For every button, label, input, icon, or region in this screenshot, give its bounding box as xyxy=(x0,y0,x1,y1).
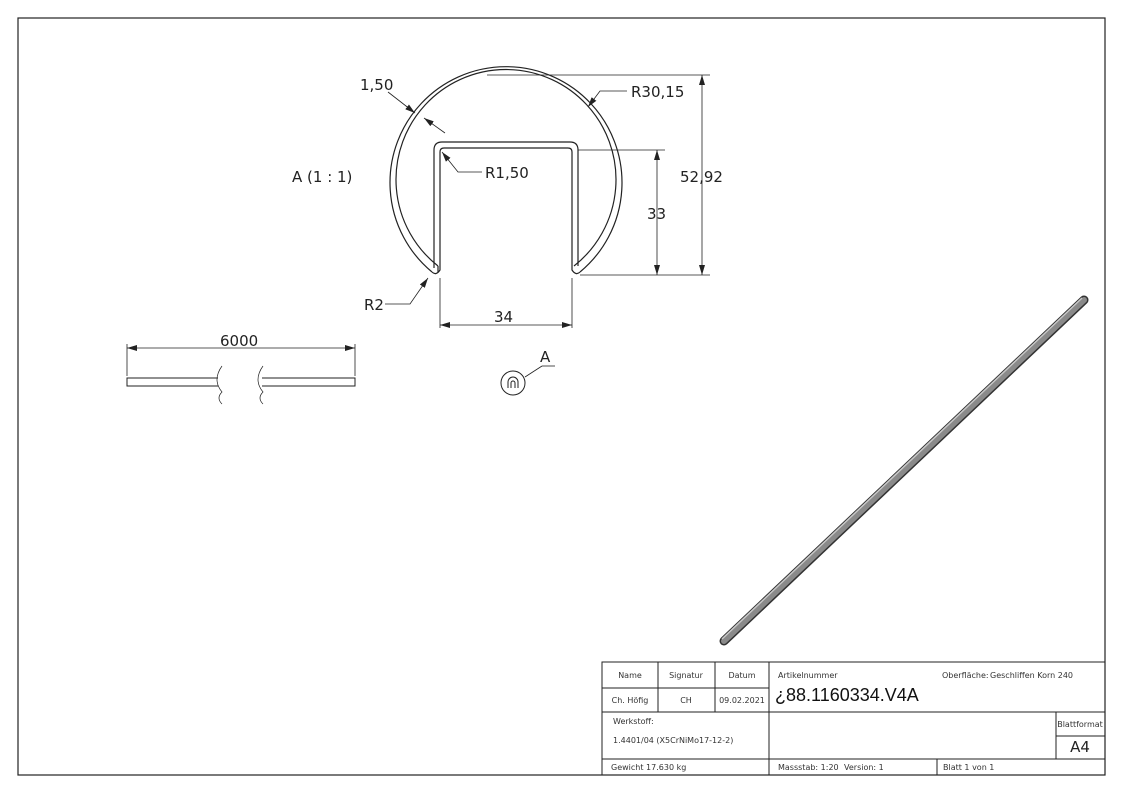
material-label: Werkstoff: xyxy=(613,717,654,726)
article-number: ¿88.1160334.V4A xyxy=(775,685,919,705)
detail-marker-label: A xyxy=(540,348,551,366)
scale: Massstab: 1:20 xyxy=(778,763,839,772)
surface-label: Oberfläche: xyxy=(942,671,989,680)
detail-marker[interactable]: A xyxy=(500,348,551,396)
sheet-format-value: A4 xyxy=(1070,738,1090,756)
header-date: Datum xyxy=(728,671,755,680)
rod-3d-view xyxy=(719,295,1089,646)
header-name: Name xyxy=(618,671,642,680)
title-block xyxy=(601,661,1106,776)
dim-channel-width: 34 xyxy=(494,308,513,326)
dim-edge-radius: R2 xyxy=(364,296,384,314)
detail-view-label: A (1 : 1) xyxy=(292,168,352,186)
side-view-bar xyxy=(126,365,356,405)
version: Version: 1 xyxy=(844,763,884,772)
sheet-format-label: Blattformat xyxy=(1057,720,1103,729)
surface-value: Geschliffen Korn 240 xyxy=(990,671,1073,680)
dim-length: 6000 xyxy=(220,332,258,350)
dim-thickness: 1,50 xyxy=(360,76,393,94)
header-signature: Signatur xyxy=(669,671,704,680)
drawing-date: 09.02.2021 xyxy=(719,696,765,705)
author-name: Ch. Höfig xyxy=(612,696,649,705)
weight: Gewicht 17.630 kg xyxy=(611,763,686,772)
sheet-number: Blatt 1 von 1 xyxy=(943,763,994,772)
dim-channel-depth: 33 xyxy=(647,205,666,223)
dim-total-height: 52,92 xyxy=(680,168,723,186)
material-value: 1.4401/04 (X5CrNiMo17-12-2) xyxy=(613,736,733,745)
dim-outer-radius: R30,15 xyxy=(631,83,684,101)
profile-section xyxy=(389,66,623,275)
dimension-lines xyxy=(126,74,710,378)
author-signature: CH xyxy=(680,696,692,705)
article-label: Artikelnummer xyxy=(778,671,838,680)
dim-inner-radius: R1,50 xyxy=(485,164,529,182)
drawing-border xyxy=(17,17,1106,776)
